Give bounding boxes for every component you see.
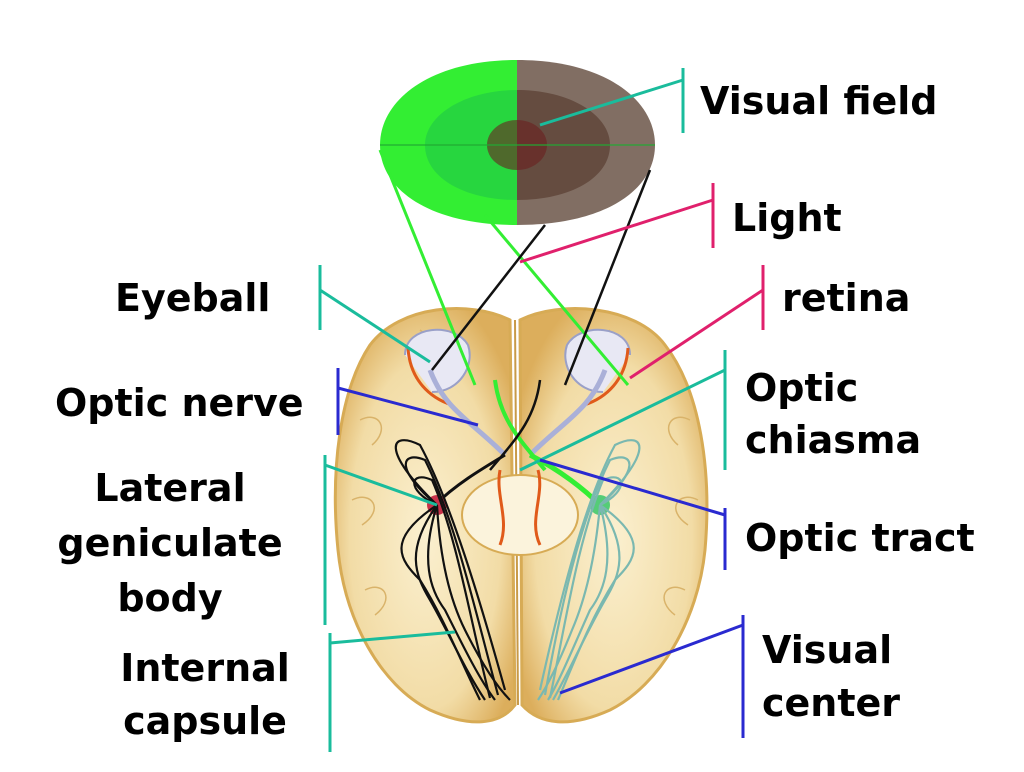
leader-optic-nerve [337,386,479,427]
label-internal-capsule-line1: Internal [120,646,290,690]
leader-optic-tract [539,458,726,517]
label-lateral-geniculate-line2: geniculate [57,521,283,565]
label-visual-center-line1: Visual [762,628,893,672]
label-optic-chiasma-line2: chiasma [745,418,922,462]
leader-light [519,198,714,264]
label-lateral-geniculate-line3: body [117,576,223,620]
label-optic-chiasma-line1: Optic [745,366,859,410]
label-light: Light [732,196,842,240]
leader-lateral-geniculate [324,463,438,507]
right-retina [583,347,630,407]
label-retina: retina [782,276,911,320]
left-eyeball [404,328,471,393]
light-rays [378,149,652,386]
left-retina [406,347,453,407]
label-lateral-geniculate-line1: Lateral [94,466,246,510]
label-visual-center-line2: center [762,681,901,725]
eyeballs [404,328,631,407]
leader-visual-center [559,623,744,695]
label-optic-nerve: Optic nerve [55,381,304,425]
left-hemisphere [333,307,517,724]
leader-internal-capsule [329,630,456,645]
midbrain [461,474,579,556]
label-optic-tract: Optic tract [745,516,975,560]
label-internal-capsule-line2: capsule [123,699,287,743]
label-visual-field: Visual field [700,79,938,123]
leader-retina [629,288,764,380]
leader-eyeball [319,288,431,364]
label-eyeball: Eyeball [115,276,271,320]
visual-field-disc [380,60,655,225]
leader-visual-field [539,78,684,127]
leader-lines [318,68,765,752]
left-optic-radiation [394,439,511,701]
leader-optic-chiasma [519,368,726,472]
